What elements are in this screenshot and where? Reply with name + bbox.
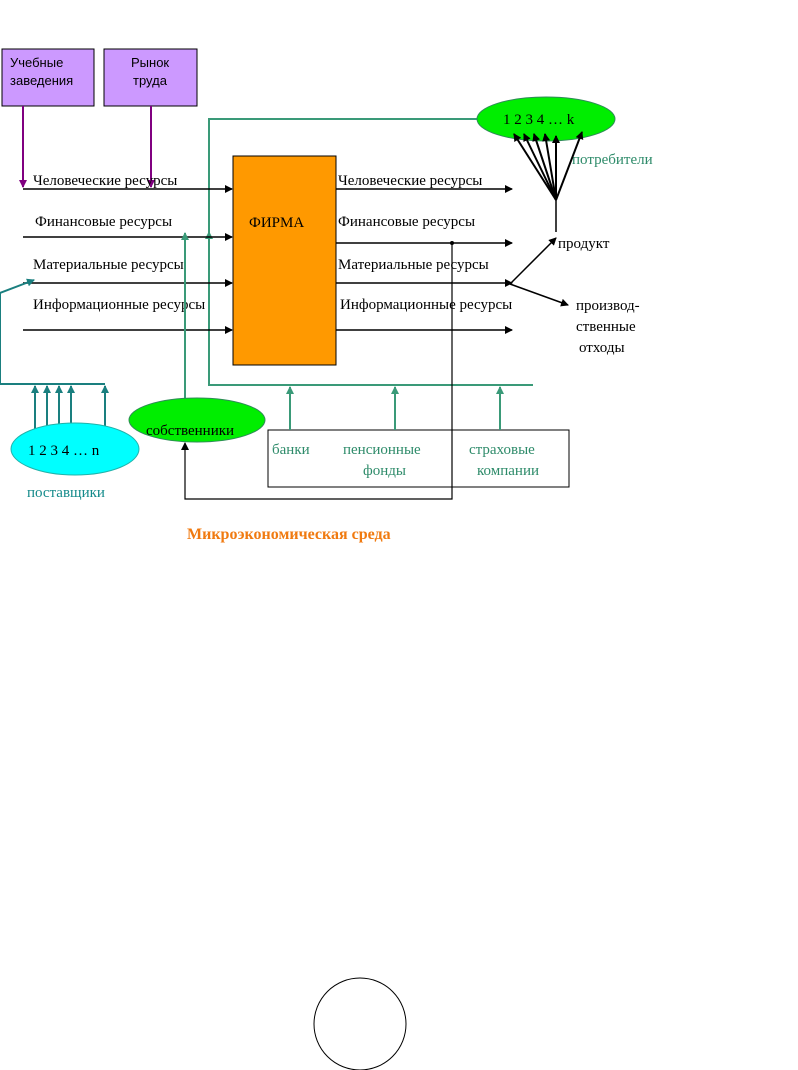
institutions-box — [267, 429, 570, 488]
insurance-label-2: компании — [477, 463, 539, 479]
page-circle — [313, 977, 407, 1070]
firm-box: ФИРМА — [232, 155, 337, 366]
svg-text:Учебные: Учебные — [10, 55, 63, 70]
pension-label-1: пенсионные — [343, 442, 421, 458]
svg-text:ФИРМА: ФИРМА — [249, 215, 304, 231]
waste-arrow — [509, 283, 569, 307]
input-label-information: Информационные ресурсы — [33, 297, 205, 313]
consumers-label: потребители — [572, 152, 653, 168]
product-arrow — [509, 237, 557, 285]
svg-text:заведения: заведения — [10, 73, 73, 88]
suppliers-ellipse: 1 2 3 4 … n — [10, 422, 140, 476]
output-label-financial: Финансовые ресурсы — [338, 214, 475, 230]
supplier-feedback-line — [0, 278, 105, 385]
svg-text:ственные: ственные — [576, 319, 636, 335]
suppliers-label: поставщики — [27, 485, 105, 501]
input-label-financial: Финансовые ресурсы — [35, 214, 172, 230]
svg-text:1 2 3 4 … k: 1 2 3 4 … k — [503, 112, 575, 128]
consumers-ellipse: 1 2 3 4 … k — [476, 96, 616, 142]
caption: Микроэкономическая среда — [187, 526, 391, 543]
input-label-material: Материальные ресурсы — [33, 257, 184, 273]
svg-text:отходы: отходы — [579, 340, 625, 356]
output-label-information: Информационные ресурсы — [340, 297, 512, 313]
pension-label-2: фонды — [363, 463, 406, 479]
svg-text:1 2 3 4 … n: 1 2 3 4 … n — [28, 443, 100, 459]
output-label-material: Материальные ресурсы — [338, 257, 489, 273]
consumer-arrows — [513, 131, 584, 201]
insurance-label-1: страховые — [469, 442, 535, 458]
banks-label: банки — [272, 442, 310, 458]
product-label: продукт — [558, 236, 610, 252]
schools-box: Учебные заведения — [1, 48, 95, 107]
supplier-arrows — [31, 385, 109, 430]
svg-text:труда: труда — [133, 73, 168, 88]
owners-ellipse: собственники — [128, 397, 266, 443]
input-label-human: Человеческие ресурсы — [33, 173, 177, 189]
svg-text:производ-: производ- — [576, 298, 640, 314]
svg-text:собственники: собственники — [146, 423, 234, 439]
consumer-feedback-line — [208, 118, 533, 386]
financial-return-line — [181, 243, 453, 500]
labor-market-box: Рынок труда — [103, 48, 198, 107]
svg-text:Рынок: Рынок — [131, 55, 169, 70]
output-label-human: Человеческие ресурсы — [338, 173, 482, 189]
waste-label: производ- ственные отходы — [576, 298, 640, 356]
